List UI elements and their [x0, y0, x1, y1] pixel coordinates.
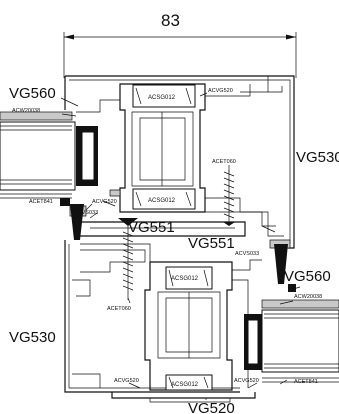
dimension-label: 83	[161, 11, 180, 30]
label-vg530-right: VG530	[296, 149, 339, 166]
gasket-acsg012-1: ACSG012	[132, 84, 196, 108]
label-acsg012-1: ACSG012	[148, 95, 176, 101]
gasket-acsg012-2: ACSG012	[132, 188, 196, 210]
label-acvs033-left: ACVS033	[74, 210, 98, 216]
label-acet060-top: ACET060	[212, 159, 236, 165]
label-acet841-left: ACET841	[29, 199, 53, 205]
label-acet841-right: ACET841	[294, 379, 318, 385]
gasket-acsg012-3: ACSG012	[165, 266, 213, 290]
label-vg530-left: VG530	[9, 329, 56, 346]
screw-lower	[118, 218, 138, 300]
glazing-lower-right	[244, 299, 339, 383]
glazing-upper-left	[0, 111, 98, 199]
label-acsg012-4: ACSG012	[171, 382, 199, 388]
label-acsg012-3: ACSG012	[171, 276, 199, 282]
label-acw20038-right: ACW20038	[294, 294, 322, 300]
label-acvs033-right: ACVS033	[235, 251, 259, 257]
upper-sash	[76, 83, 284, 237]
leader-lines	[60, 92, 301, 400]
label-vg551-b: VG551	[188, 235, 235, 252]
label-acsg012-2: ACSG012	[148, 198, 176, 204]
label-vg551-a: VG551	[128, 219, 175, 236]
label-acet060-bottom: ACET060	[107, 306, 131, 312]
label-vg560-top: VG560	[9, 85, 56, 102]
label-acvg520-bl: ACVG520	[114, 378, 139, 384]
label-acw20038-top: ACW20038	[12, 108, 40, 114]
label-acvg520-top: ACVG520	[208, 88, 233, 94]
gasket-acsg012-4: ACSG012	[165, 374, 213, 391]
wedge-gaskets	[60, 198, 296, 292]
label-vg560-right: VG560	[284, 268, 331, 285]
outer-frame-upper	[64, 75, 295, 249]
label-acvg520-mid: ACVG520	[92, 199, 117, 205]
label-vg520: VG520	[188, 400, 235, 414]
lower-sash	[72, 243, 262, 391]
dimension-83: 83	[63, 11, 297, 78]
label-acvg520-br: ACVG520	[234, 378, 259, 384]
screw-upper	[223, 170, 235, 226]
